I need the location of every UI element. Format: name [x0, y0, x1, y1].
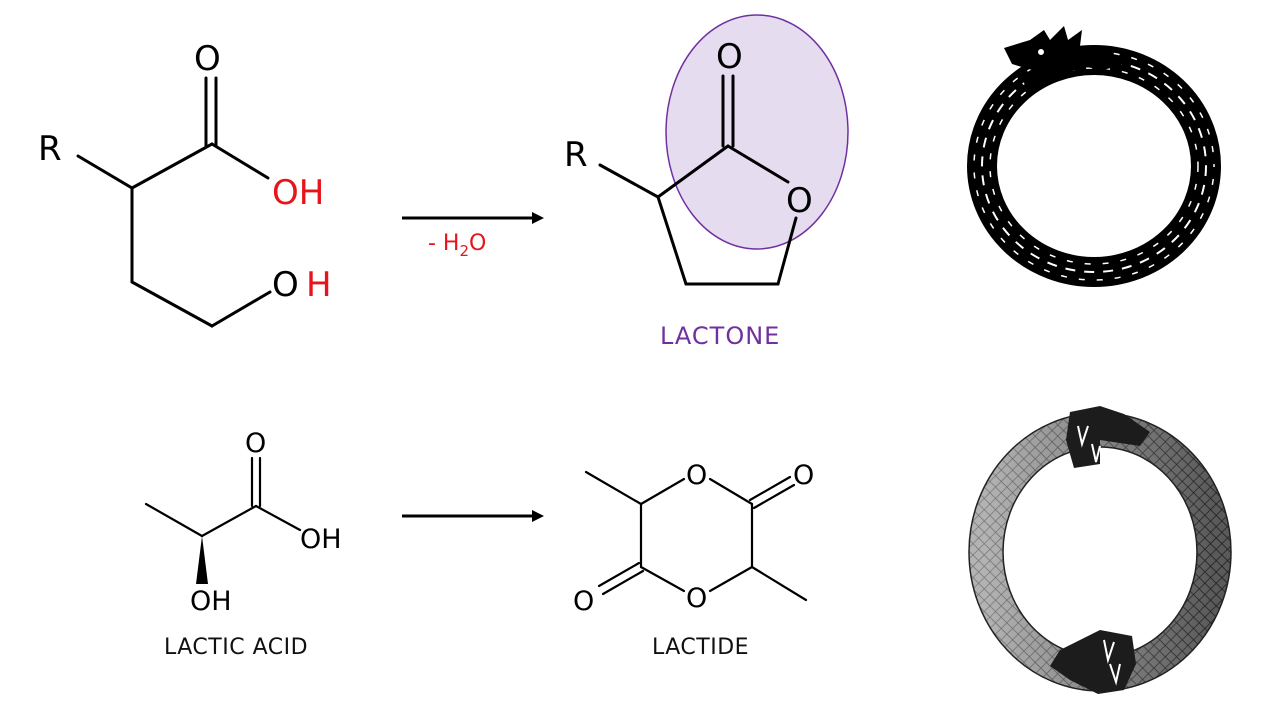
- acid-hydroxyl-red: OH: [272, 173, 324, 213]
- lactic-acid-structure: O OH OH LACTIC ACID: [144, 428, 342, 660]
- ring-oxygen-bottom: O: [686, 583, 707, 614]
- reaction-arrow-top: - H2O: [402, 212, 544, 260]
- ring-oxygen: O: [786, 181, 813, 221]
- carbonyl-oxygen-left: O: [573, 586, 594, 617]
- lactide-structure: O O O O LACTIDE: [573, 460, 814, 660]
- carbonyl-oxygen: O: [716, 37, 743, 77]
- stereo-wedge: [196, 536, 208, 584]
- carbonyl-oxygen-right: O: [793, 460, 814, 491]
- hydroxy-acid-structure: R O OH O H: [38, 39, 332, 328]
- ouroboros-twin-serpents-icon: [968, 406, 1232, 694]
- ring-oxygen-top: O: [686, 460, 707, 491]
- ester-highlight-ellipse: [665, 14, 849, 250]
- alcohol-oxygen: O: [272, 265, 299, 305]
- substituent-r: R: [38, 129, 62, 169]
- carbonyl-oxygen: O: [194, 39, 221, 79]
- wedge-hydroxyl: OH: [190, 586, 232, 617]
- lactone-label: LACTONE: [660, 322, 780, 350]
- lactic-acid-label: LACTIC ACID: [164, 635, 308, 660]
- alcohol-hydrogen-red: H: [306, 265, 332, 305]
- reaction-arrow-bottom: [402, 510, 544, 522]
- water-loss-label: - H2O: [428, 231, 486, 260]
- lactide-label: LACTIDE: [652, 635, 749, 660]
- carbonyl-oxygen: O: [245, 428, 266, 459]
- ouroboros-dragon-icon: [967, 26, 1221, 287]
- acid-hydroxyl: OH: [300, 524, 342, 555]
- substituent-r: R: [564, 135, 588, 175]
- lactone-structure: R O O LACTONE: [564, 14, 849, 350]
